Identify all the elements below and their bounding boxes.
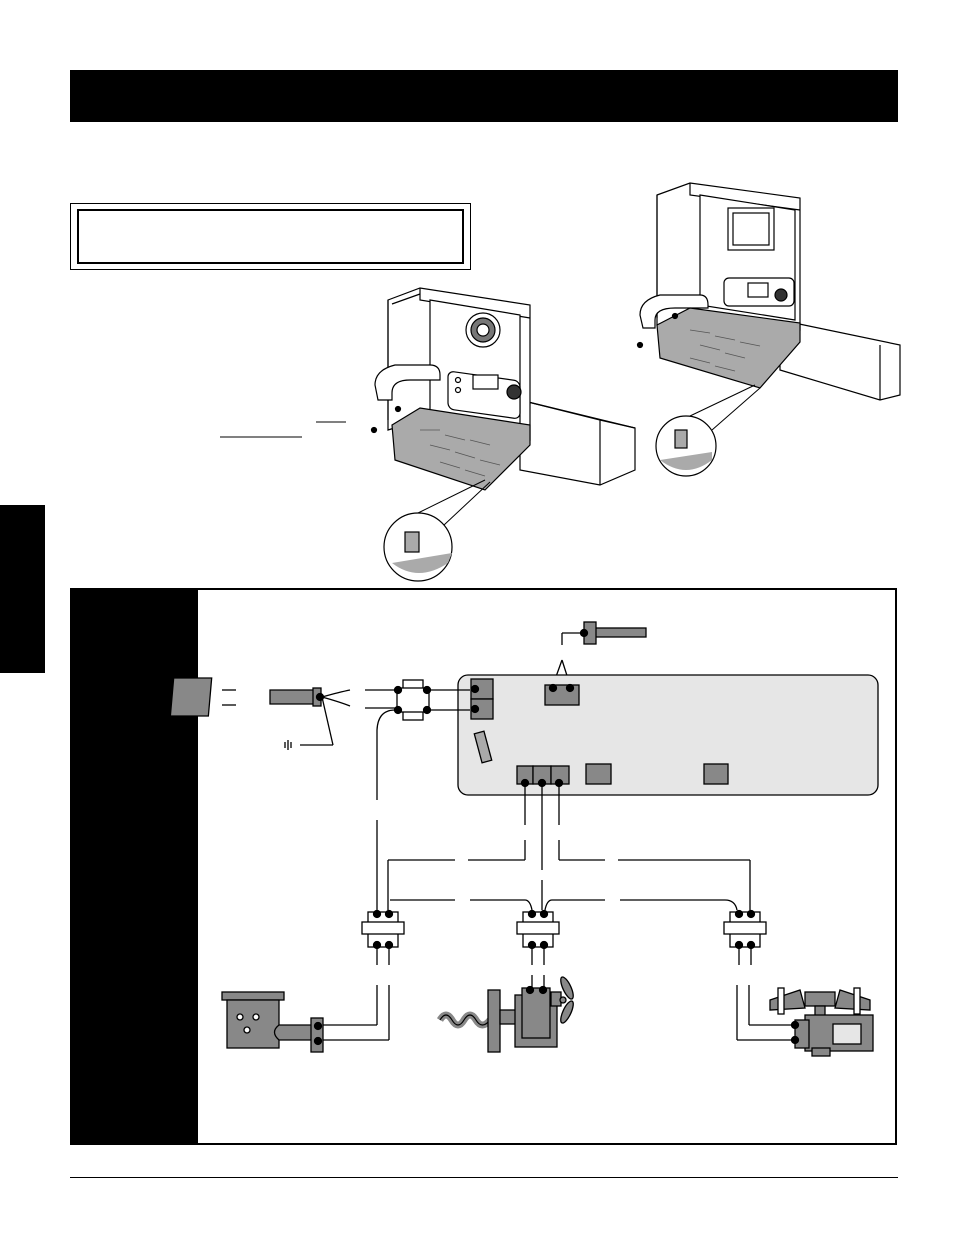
induction-fan-icon <box>769 987 874 1057</box>
temperature-probe-icon <box>552 621 647 686</box>
hopper-illustration-right <box>636 182 901 477</box>
hopper-illustration-left <box>220 287 636 582</box>
note-box-inner <box>77 209 464 264</box>
terminal-block-fan <box>723 909 767 950</box>
terminal-block-auger <box>516 909 560 950</box>
controller-board <box>457 674 879 796</box>
section-header-bar <box>70 70 898 122</box>
igniter-icon <box>221 991 324 1053</box>
footer-rule <box>70 1177 898 1178</box>
side-tab <box>0 505 45 673</box>
power-plug-icon <box>169 677 351 750</box>
note-box <box>70 203 471 270</box>
auger-motor-icon <box>436 976 574 1053</box>
terminal-block-igniter <box>361 909 405 950</box>
power-terminal-block <box>393 679 432 721</box>
